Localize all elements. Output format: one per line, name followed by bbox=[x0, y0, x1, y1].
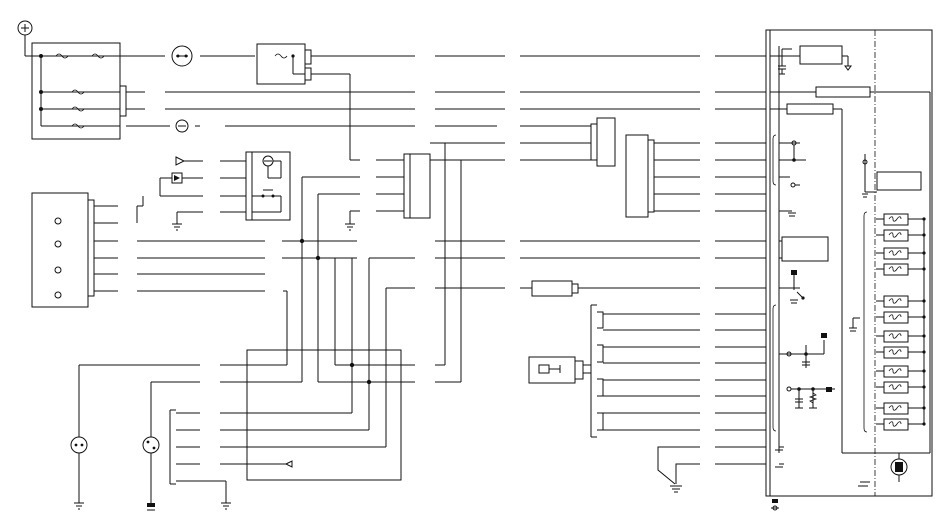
connector-lower-left bbox=[170, 410, 292, 509]
connector-center-c bbox=[626, 135, 770, 217]
ground-icon bbox=[172, 212, 203, 230]
ignition-switch-icon bbox=[172, 46, 192, 66]
fuse-box bbox=[25, 43, 126, 139]
motor-icon bbox=[891, 453, 907, 482]
battery-positive-terminal bbox=[18, 21, 32, 56]
connector-ecu-side bbox=[591, 305, 770, 464]
top-harness-wires bbox=[120, 56, 770, 126]
ground-icon bbox=[658, 447, 700, 492]
lamp-icon bbox=[176, 120, 188, 132]
sensor-module bbox=[529, 357, 591, 383]
center-routing-wires bbox=[220, 143, 770, 447]
fuse-icon bbox=[56, 54, 104, 128]
switch-relay-box bbox=[220, 152, 290, 220]
sensor-left-b bbox=[143, 382, 200, 510]
coil-array bbox=[876, 214, 926, 430]
ecu-internal-circuits bbox=[770, 46, 930, 486]
connector-center-b bbox=[520, 118, 615, 166]
connector-center-a bbox=[299, 154, 430, 382]
combination-switch bbox=[32, 193, 118, 307]
left-harness-wires bbox=[137, 196, 357, 365]
relay-box bbox=[257, 44, 360, 160]
ground-icon bbox=[771, 499, 779, 510]
sensor-left-a bbox=[71, 365, 200, 509]
junction-frame bbox=[247, 350, 415, 480]
inline-resistor-connector bbox=[532, 281, 770, 296]
diode-icon bbox=[160, 157, 203, 196]
